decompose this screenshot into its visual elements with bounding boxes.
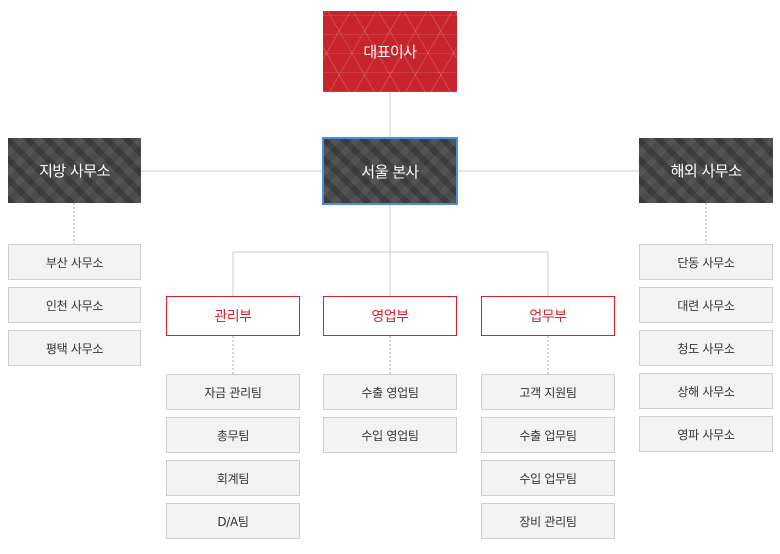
list-item: 상해 사무소 bbox=[639, 373, 773, 409]
list-item: 수출 업무팀 bbox=[481, 417, 615, 453]
list-item: 장비 관리팀 bbox=[481, 503, 615, 539]
list-item: 총무팀 bbox=[166, 417, 300, 453]
list-item: 인천 사무소 bbox=[8, 287, 141, 323]
dept-ops-node: 업무부 bbox=[481, 296, 615, 336]
regional-office-node: 지방 사무소 bbox=[8, 138, 141, 203]
list-item: 회계팀 bbox=[166, 460, 300, 496]
list-item: 대련 사무소 bbox=[639, 287, 773, 323]
list-item: 평택 사무소 bbox=[8, 330, 141, 366]
seoul-hq-node[interactable]: 서울 본사 bbox=[322, 137, 458, 205]
overseas-office-node: 해외 사무소 bbox=[639, 138, 773, 203]
list-item: 수출 영업팀 bbox=[323, 374, 457, 410]
list-item: 고객 지원팀 bbox=[481, 374, 615, 410]
regional-office-label: 지방 사무소 bbox=[39, 162, 110, 180]
list-item: 영파 사무소 bbox=[639, 416, 773, 452]
list-item: 단동 사무소 bbox=[639, 244, 773, 280]
list-item: 수입 업무팀 bbox=[481, 460, 615, 496]
dept-sales-node: 영업부 bbox=[323, 296, 457, 336]
list-item: 부산 사무소 bbox=[8, 244, 141, 280]
ceo-node: 대표이사 bbox=[323, 11, 457, 92]
list-item: 청도 사무소 bbox=[639, 330, 773, 366]
dept-admin-node: 관리부 bbox=[166, 296, 300, 336]
ceo-label: 대표이사 bbox=[363, 43, 417, 61]
list-item: D/A팀 bbox=[166, 503, 300, 539]
list-item: 자금 관리팀 bbox=[166, 374, 300, 410]
overseas-office-label: 해외 사무소 bbox=[670, 162, 742, 180]
list-item: 수입 영업팀 bbox=[323, 417, 457, 453]
seoul-hq-label: 서울 본사 bbox=[361, 162, 419, 181]
